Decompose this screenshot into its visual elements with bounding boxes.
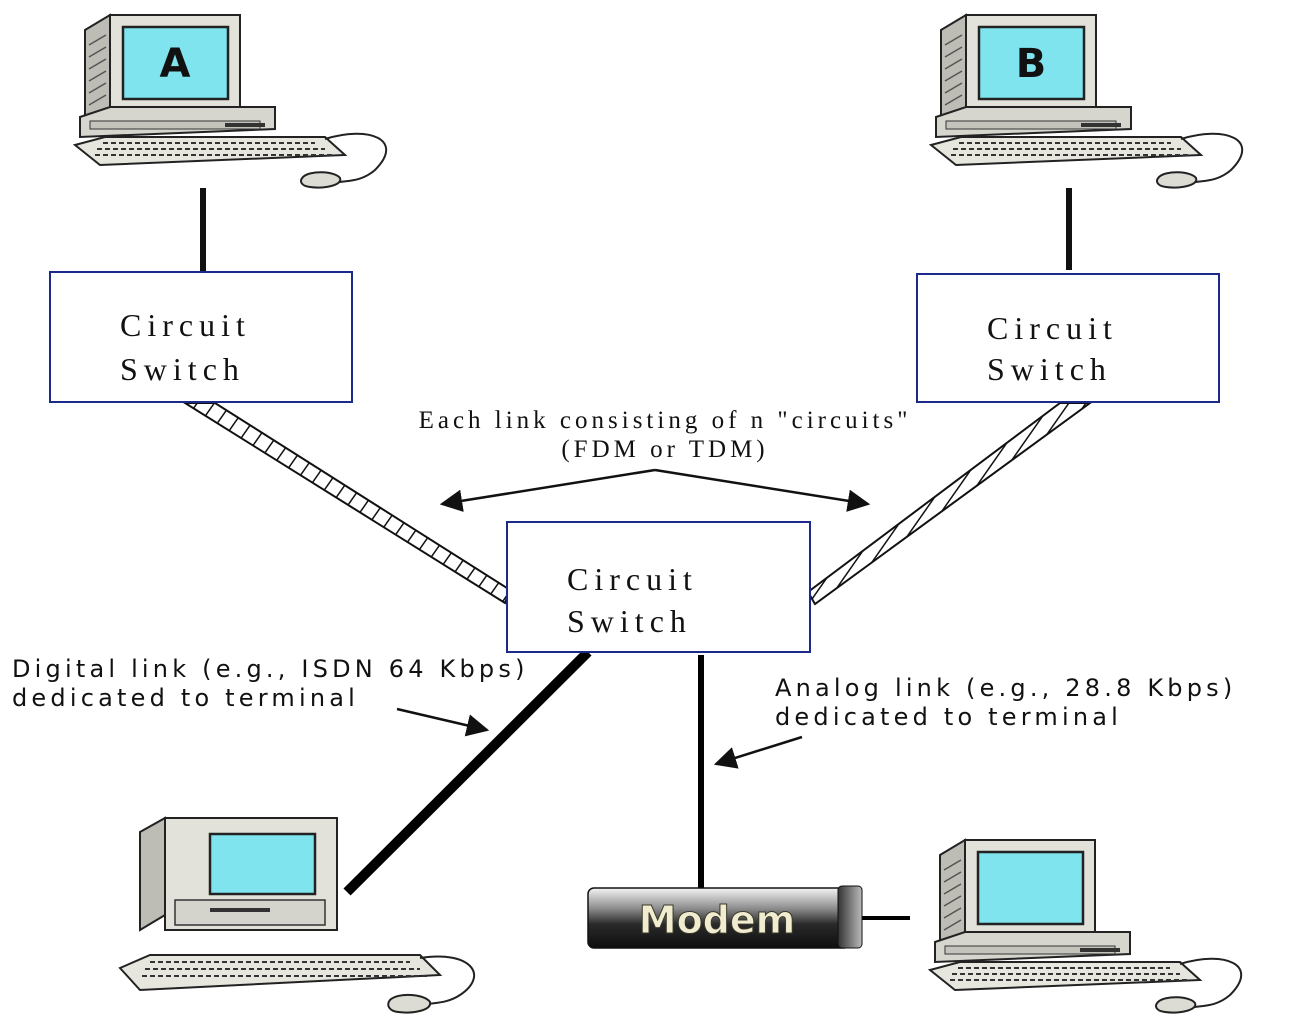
digital-link [343,648,592,896]
analog-arrow [713,735,803,769]
circuit-switch-right: Circuit Switch [916,273,1220,403]
terminal-a-label: A [160,41,191,87]
switch-center-line2: Switch [567,603,692,639]
terminal-digital [118,816,475,1014]
analog-annotation-line2: dedicated to terminal [775,703,1122,731]
digital-annotation: Digital link (e.g., ISDN 64 Kbps) dedica… [12,655,529,737]
terminal-a: A [73,13,388,189]
trunk-annotation: Each link consisting of n "circuits" (FD… [419,407,912,512]
analog-annotation-line1: Analog link (e.g., 28.8 Kbps) [775,674,1236,702]
trunk-arrow-right [654,468,871,512]
switch-center-line1: Circuit [567,561,698,597]
switch-right-line2: Switch [987,351,1112,387]
switch-left-line2: Switch [120,351,245,387]
circuit-switch-center: Circuit Switch [506,521,811,653]
terminal-b: B [929,13,1244,189]
trunk-annotation-line1: Each link consisting of n "circuits" [419,407,912,434]
trunk-arrow-left [439,468,656,512]
circuit-switch-left: Circuit Switch [49,271,353,403]
digital-annotation-line2: dedicated to terminal [12,684,359,712]
analog-annotation: Analog link (e.g., 28.8 Kbps) dedicated … [713,674,1236,769]
digital-annotation-line1: Digital link (e.g., ISDN 64 Kbps) [12,655,529,683]
terminal-b-label: B [1016,41,1047,87]
switch-right-line1: Circuit [987,310,1118,346]
trunk-annotation-line2: (FDM or TDM) [561,436,768,463]
switch-left-line1: Circuit [120,307,251,343]
digital-arrow [396,707,490,737]
modem: Modem [587,885,863,949]
modem-label: Modem [639,898,796,942]
terminal-analog [928,838,1243,1014]
